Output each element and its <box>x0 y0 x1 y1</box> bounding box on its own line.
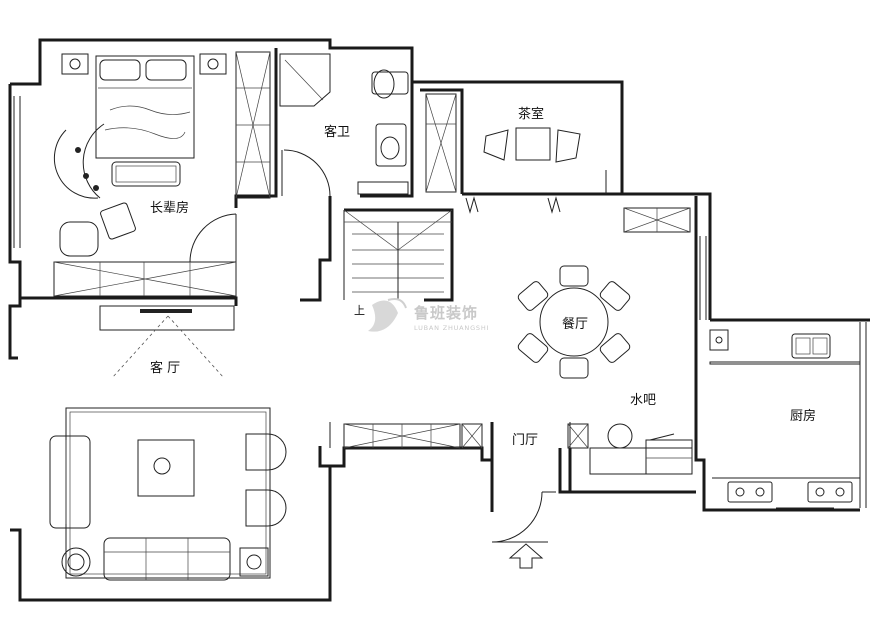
bathroom-fixtures <box>279 53 409 197</box>
tea-room-furniture <box>425 93 581 214</box>
dining-cabinet <box>623 207 691 233</box>
bedroom-furniture <box>53 51 271 297</box>
label-living: 客 厅 <box>150 360 180 376</box>
label-stair-up: 上 <box>354 304 365 317</box>
label-foyer: 门厅 <box>512 433 538 448</box>
label-guest-bath: 客卫 <box>324 124 350 140</box>
foyer-cabinet <box>343 423 483 449</box>
dining-table <box>517 265 631 379</box>
label-water-bar: 水吧 <box>630 393 656 408</box>
bedroom-door-swing <box>189 213 237 263</box>
brand-watermark: 鲁班装饰 LUBAN ZHUANGSHI <box>368 298 489 332</box>
water-bar <box>567 423 693 475</box>
stair <box>343 209 453 300</box>
entry-arrow-icon <box>508 543 544 569</box>
living-furniture <box>49 407 287 581</box>
tv-wall <box>99 305 235 379</box>
label-kitchen: 厨房 <box>790 408 816 424</box>
label-dining: 餐厅 <box>562 316 588 332</box>
label-tea-room: 茶室 <box>518 106 544 122</box>
walls <box>8 38 870 602</box>
label-elder-bedroom: 长辈房 <box>150 200 189 216</box>
entrance-door-swing <box>491 491 543 543</box>
watermark-sub: LUBAN ZHUANGSHI <box>414 324 489 332</box>
kitchen-fixtures <box>709 329 861 509</box>
watermark-brand: 鲁班装饰 <box>414 304 478 322</box>
